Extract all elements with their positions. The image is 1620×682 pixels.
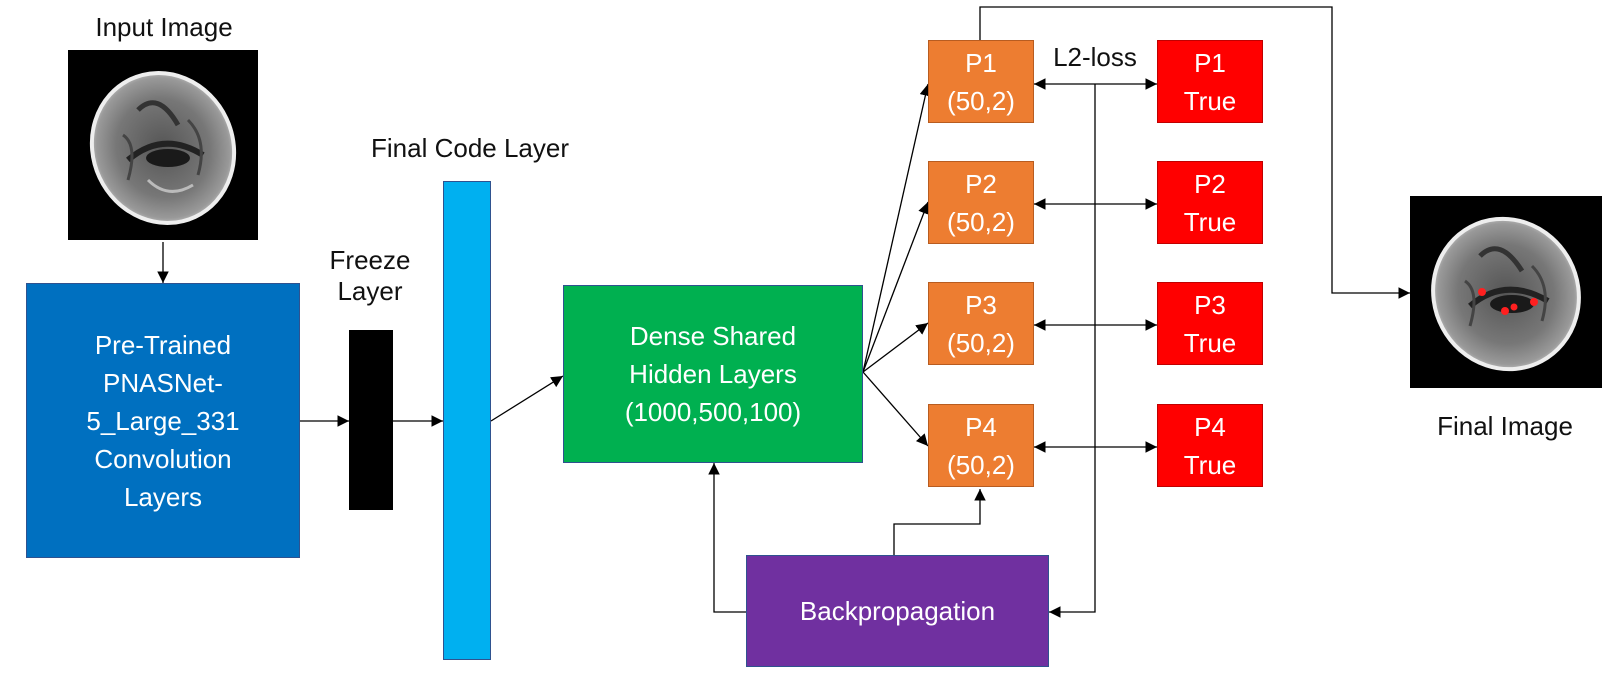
- t4-name: P4: [1194, 411, 1226, 442]
- arrow-backprop-to-p4: [893, 489, 986, 555]
- arrow-dense-to-p4: [862, 371, 929, 447]
- arrow-dense-to-p2: [862, 201, 930, 373]
- p3-shape: (50,2): [947, 327, 1015, 358]
- p4-shape: (50,2): [947, 449, 1015, 480]
- t4-sub: True: [1183, 449, 1237, 480]
- prediction-box-p3: P3 (50,2): [928, 282, 1034, 365]
- landmark-dot: [1510, 303, 1518, 311]
- arrow-l2loss-to-backprop: [1049, 84, 1096, 618]
- brain-mri-output-icon: [1431, 216, 1581, 372]
- t3-sub: True: [1183, 327, 1237, 358]
- final-code-layer-bar: [443, 181, 491, 660]
- prediction-box-p2: P2 (50,2): [928, 161, 1034, 244]
- final-image-label: Final Image: [1437, 411, 1573, 441]
- prediction-box-p1: P1 (50,2): [928, 40, 1034, 123]
- p1-name: P1: [965, 47, 997, 78]
- arrow-dense-to-p3: [862, 322, 929, 373]
- dense-hidden-layers-box: Dense Shared Hidden Layers (1000,500,100…: [563, 285, 863, 463]
- pnasnet-label: Pre-Trained PNASNet- 5_Large_331 Convolu…: [86, 329, 240, 512]
- landmark-dot: [1530, 298, 1538, 306]
- input-image: [68, 50, 258, 240]
- arrow-dense-to-p1: [862, 83, 932, 373]
- prediction-box-p4: P4 (50,2): [928, 404, 1034, 487]
- t1-name: P1: [1194, 47, 1226, 78]
- final-image: [1410, 196, 1602, 388]
- pnasnet-convolution-box: Pre-Trained PNASNet- 5_Large_331 Convolu…: [26, 283, 300, 558]
- dense-label: Dense Shared Hidden Layers (1000,500,100…: [624, 321, 802, 427]
- p4-name: P4: [965, 411, 997, 442]
- landmark-dot: [1501, 307, 1509, 315]
- p3-name: P3: [965, 289, 997, 320]
- arrow-p1-to-final-image: [979, 6, 1410, 299]
- p2-shape: (50,2): [947, 206, 1015, 237]
- t2-name: P2: [1194, 168, 1226, 199]
- freeze-layer-bar: [349, 330, 393, 510]
- t2-sub: True: [1183, 206, 1237, 237]
- p2-name: P2: [965, 168, 997, 199]
- t3-name: P3: [1194, 289, 1226, 320]
- landmark-dot: [1478, 288, 1486, 296]
- t1-sub: True: [1183, 85, 1237, 116]
- backprop-label: Backpropagation: [799, 596, 996, 626]
- l2-loss-label: L2-loss: [1040, 42, 1150, 73]
- freeze-layer-label: Freeze Layer: [329, 245, 411, 306]
- input-image-label: Input Image: [95, 12, 233, 42]
- arrow-backprop-to-dense: [708, 463, 746, 613]
- p1-shape: (50,2): [947, 85, 1015, 116]
- arrow-code-to-dense: [490, 375, 564, 422]
- final-code-layer-label: Final Code Layer: [371, 133, 569, 163]
- brain-mri-input-icon: [89, 71, 237, 225]
- backpropagation-box: Backpropagation: [746, 555, 1049, 667]
